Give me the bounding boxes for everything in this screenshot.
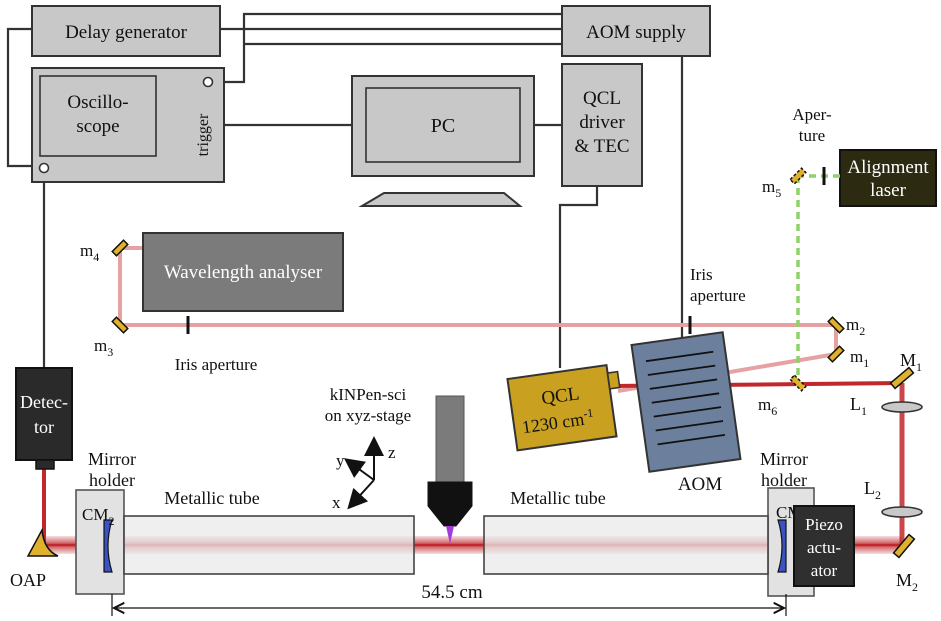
distance-dimension: 54.5 cm xyxy=(111,582,787,616)
oscilloscope-label-1: Oscillo- xyxy=(67,92,128,113)
M2-label: M2 xyxy=(896,570,918,594)
M1-label: M1 xyxy=(900,350,922,374)
mirror-holder-left-label-2: holder xyxy=(89,470,135,490)
component-labels: m4 m3 m2 m1 m5 m6 M1 L1 L2 M2 xyxy=(80,177,922,594)
mirror-holder-left-label-1: Mirror xyxy=(88,449,136,469)
aperture-label-1: Aper- xyxy=(792,105,832,124)
L1-lens-icon xyxy=(881,401,923,413)
small-mirrors xyxy=(111,167,916,559)
axis-y-label: y xyxy=(336,451,345,470)
delay-generator: Delay generator xyxy=(31,5,221,57)
cm2-label: CM2 xyxy=(82,505,114,528)
pc-label: PC xyxy=(431,115,455,137)
oscilloscope-label-2: scope xyxy=(76,116,119,137)
qcl-driver-label-3: & TEC xyxy=(574,136,629,157)
m4-label: m4 xyxy=(80,241,99,264)
input-port-icon xyxy=(38,162,50,174)
m1-label: m1 xyxy=(850,347,869,370)
M1-mirror-icon xyxy=(889,366,915,390)
pc: PC xyxy=(351,75,535,207)
mirror-holder-right-label-2: holder xyxy=(761,470,807,490)
qcl-driver: QCL driver & TEC xyxy=(561,63,643,187)
kinpen-label-2: on xyz-stage xyxy=(325,406,411,425)
iris-aperture-label-1: Iris xyxy=(690,265,713,284)
wavelength-analyser: Wavelength analyser xyxy=(142,232,344,312)
mirror-holder-right-label-1: Mirror xyxy=(760,449,808,469)
aom xyxy=(630,331,742,473)
distance-label: 54.5 cm xyxy=(421,582,482,603)
qcl-label-1: QCL xyxy=(540,383,581,409)
m4-mirror-icon xyxy=(111,239,129,257)
m3-label: m3 xyxy=(94,336,113,359)
oscilloscope: Oscillo- scope trigger xyxy=(31,67,225,183)
M2-mirror-icon xyxy=(892,533,916,559)
m5-label: m5 xyxy=(762,177,781,200)
piezo-label-2: actu- xyxy=(807,538,841,557)
L2-lens-icon xyxy=(881,506,923,518)
metallic-tube-right: Metallic tube xyxy=(483,488,769,575)
detector: Detec- tor xyxy=(15,367,73,470)
aom-supply: AOM supply xyxy=(561,5,711,57)
oap-label: OAP xyxy=(10,570,46,590)
m1-mirror-icon xyxy=(827,345,845,363)
kinpen: kINPen-sci on xyz-stage xyxy=(325,385,473,544)
axis-x-label: x xyxy=(332,493,341,512)
keyboard-icon xyxy=(358,192,523,207)
axis-z-label: z xyxy=(388,443,396,462)
mirror-holder-left: CM2 Mirror holder xyxy=(75,449,136,595)
detector-label-1: Detec- xyxy=(20,392,68,412)
metallic-tube-right-label: Metallic tube xyxy=(510,488,605,508)
wavelength-analyser-label: Wavelength analyser xyxy=(164,262,323,283)
m2-label: m2 xyxy=(846,315,865,338)
m2-mirror-icon xyxy=(827,316,845,334)
aom-label: AOM xyxy=(678,474,722,495)
cables xyxy=(6,12,710,368)
m6-label: m6 xyxy=(758,395,777,418)
cm1-mirror-icon xyxy=(777,519,787,573)
iris-aperture-bottom-label: Iris aperture xyxy=(175,355,258,374)
qcl-driver-label-1: QCL xyxy=(583,88,621,109)
alignment-laser: Alignment laser xyxy=(839,149,937,207)
m3-mirror-icon xyxy=(111,316,129,334)
piezo-label-1: Piezo xyxy=(805,515,843,534)
L2-label: L2 xyxy=(864,478,881,502)
detector-label-2: tor xyxy=(34,417,54,437)
qcl: QCL 1230 cm-1 xyxy=(506,363,621,452)
metallic-tube-left-label: Metallic tube xyxy=(164,488,259,508)
piezo-actuator: Piezo actu- ator xyxy=(793,505,855,587)
alignment-laser-label-2: laser xyxy=(870,180,907,201)
aperture-label-2: ture xyxy=(799,126,825,145)
plasma-jet-icon xyxy=(446,526,454,544)
piezo-label-3: ator xyxy=(811,561,838,580)
xyz-axes-icon: z y x xyxy=(332,436,396,512)
oap-mirror-icon xyxy=(26,527,59,557)
metallic-tube-left: Metallic tube xyxy=(123,488,415,575)
aom-supply-label: AOM supply xyxy=(586,22,686,43)
cm2-mirror-icon xyxy=(103,519,113,573)
iris-aperture-label-2: aperture xyxy=(690,286,746,305)
L1-label: L1 xyxy=(850,394,867,418)
alignment-laser-label-1: Alignment xyxy=(847,157,929,178)
trigger-label: trigger xyxy=(195,113,212,156)
trigger-port-icon xyxy=(202,76,214,88)
qcl-driver-label-2: driver xyxy=(579,112,625,133)
delay-generator-label: Delay generator xyxy=(65,22,188,43)
kinpen-label-1: kINPen-sci xyxy=(330,385,407,404)
